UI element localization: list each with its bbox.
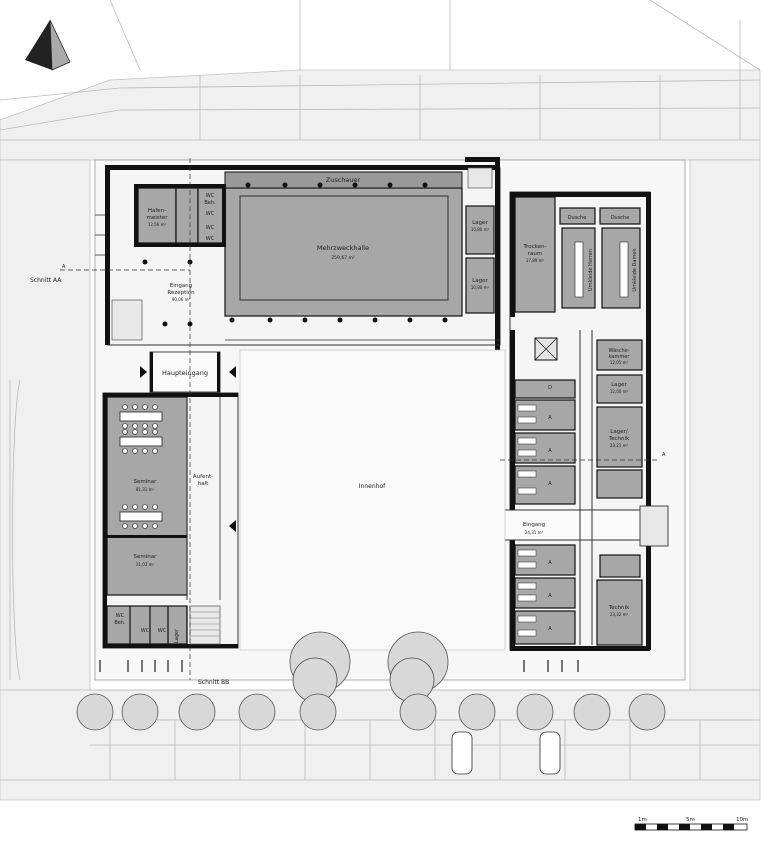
label-lager-east-area: 12,00 m² bbox=[610, 389, 629, 394]
east-wing bbox=[480, 191, 669, 651]
lager-room-1 bbox=[465, 205, 495, 255]
label-schnitt-aa: Schnitt AA bbox=[30, 277, 62, 284]
label-section-marker-a-east: A bbox=[662, 452, 666, 458]
svg-text:WC: WC bbox=[206, 236, 215, 242]
label-lager-2: Lager bbox=[472, 278, 488, 284]
label-room-d: D bbox=[548, 385, 552, 391]
north-arrow-icon bbox=[25, 19, 71, 71]
label-room-a-2: A bbox=[548, 448, 552, 454]
svg-text:Technik: Technik bbox=[608, 436, 630, 442]
label-dusche-1: Dusche bbox=[568, 215, 587, 221]
svg-text:Trocken-: Trocken- bbox=[523, 244, 547, 250]
label-technik-area: 23,32 m² bbox=[610, 612, 629, 617]
label-dusche-2: Dusche bbox=[611, 215, 630, 221]
scale-label-10m: 10m bbox=[736, 817, 748, 823]
svg-text:Aufent-: Aufent- bbox=[193, 474, 213, 480]
label-trockenraum-area: 37,89 m² bbox=[526, 258, 545, 263]
scale-label-1m: 1m bbox=[638, 817, 647, 823]
main-entrance bbox=[140, 351, 236, 393]
entrance-arrow-icon bbox=[229, 366, 236, 378]
svg-text:WC: WC bbox=[206, 225, 215, 231]
label-lager-west: Lager bbox=[174, 628, 180, 643]
label-lager-1-area: 10,80 m² bbox=[471, 227, 490, 232]
svg-text:WC: WC bbox=[206, 193, 215, 199]
label-hafenmeister: Hafen- bbox=[148, 208, 166, 214]
label-wc: WC bbox=[141, 628, 150, 634]
label-room-a-4: A bbox=[548, 560, 552, 566]
label-haupteingang: Haupteingang bbox=[162, 369, 208, 377]
label-zuschauer: Zuschauer bbox=[326, 176, 361, 184]
label-lager-1: Lager bbox=[472, 220, 488, 226]
label-section-marker-a: A bbox=[62, 264, 66, 270]
svg-text:Lager/: Lager/ bbox=[610, 429, 628, 435]
bike-stands bbox=[99, 660, 579, 672]
scale-bar: 1m 5m 10m bbox=[634, 817, 748, 831]
svg-text:kammer: kammer bbox=[609, 354, 631, 360]
north-wing bbox=[95, 157, 501, 352]
label-schnitt-bb: Schnitt BB bbox=[198, 679, 229, 686]
label-umkleide-damen: Umkleide Damen bbox=[632, 248, 638, 291]
trees bbox=[76, 631, 666, 731]
label-waeschekammer-area: 12,05 m² bbox=[610, 360, 629, 365]
svg-text:Wäsche-: Wäsche- bbox=[608, 348, 629, 354]
label-eingang-east: Eingang bbox=[523, 522, 545, 528]
lager-east-room bbox=[596, 374, 643, 404]
label-seminar-2: Seminar bbox=[134, 554, 158, 560]
hafenmeister-room bbox=[137, 187, 177, 244]
parked-cars bbox=[451, 731, 561, 775]
label-hafenmeister-area: 12,56 m² bbox=[148, 222, 167, 227]
label-seminar-2-area: 31,03 m² bbox=[136, 562, 155, 567]
label-innenhof: Innenhof bbox=[359, 483, 386, 490]
label-wc-2: WC bbox=[158, 628, 167, 634]
svg-text:raum: raum bbox=[528, 251, 542, 257]
label-umkleide-herren: Umkleide Herren bbox=[588, 249, 594, 291]
svg-text:Beh.: Beh. bbox=[204, 200, 216, 206]
room-labels: Zuschauer Mehrzweckhalle 259,67 m² Hafen… bbox=[30, 176, 666, 686]
label-eingang-east-area: 24,31 m² bbox=[525, 530, 544, 535]
svg-text:WC: WC bbox=[116, 613, 125, 619]
label-lager-2-area: 10,80 m² bbox=[471, 285, 490, 290]
lager-room-2 bbox=[465, 257, 495, 314]
technik-room bbox=[596, 579, 643, 646]
section-lines bbox=[60, 158, 660, 680]
svg-text:WC: WC bbox=[206, 211, 215, 217]
entrance-arrow-icon bbox=[140, 366, 147, 378]
mehrzweckhalle-room bbox=[224, 187, 463, 317]
label-seminar-1-area: 81,31 m² bbox=[136, 487, 155, 492]
label-seminar-1: Seminar bbox=[134, 479, 158, 485]
svg-text:halt: halt bbox=[198, 481, 209, 487]
west-wing bbox=[102, 392, 239, 649]
street-context bbox=[0, 69, 761, 801]
label-room-a-1: A bbox=[548, 415, 552, 421]
label-hafenmeister-2: meister bbox=[147, 215, 169, 221]
label-mehrzweckhalle-area: 259,67 m² bbox=[331, 255, 355, 261]
waeschekammer-room bbox=[596, 339, 643, 371]
label-mehrzweckhalle: Mehrzweckhalle bbox=[317, 244, 369, 252]
trockenraum-room bbox=[514, 196, 556, 313]
label-technik: Technik bbox=[608, 605, 630, 611]
scale-label-5m: 5m bbox=[686, 817, 695, 823]
label-lager-technik-area: 23,21 m² bbox=[610, 443, 629, 448]
label-room-a-6: A bbox=[548, 626, 552, 632]
lager-technik-room bbox=[596, 406, 643, 468]
label-lager-east: Lager bbox=[611, 382, 627, 388]
svg-text:Eingang: Eingang bbox=[170, 283, 192, 289]
innenhof bbox=[239, 349, 506, 651]
svg-text:Beh.: Beh. bbox=[114, 620, 126, 626]
label-room-a-3: A bbox=[548, 481, 552, 487]
label-eingang-rezeption-area: 90,06 m² bbox=[172, 297, 191, 302]
svg-text:Rezeption: Rezeption bbox=[167, 290, 195, 296]
entrance-arrow-icon bbox=[229, 520, 236, 532]
label-room-a-5: A bbox=[548, 593, 552, 599]
